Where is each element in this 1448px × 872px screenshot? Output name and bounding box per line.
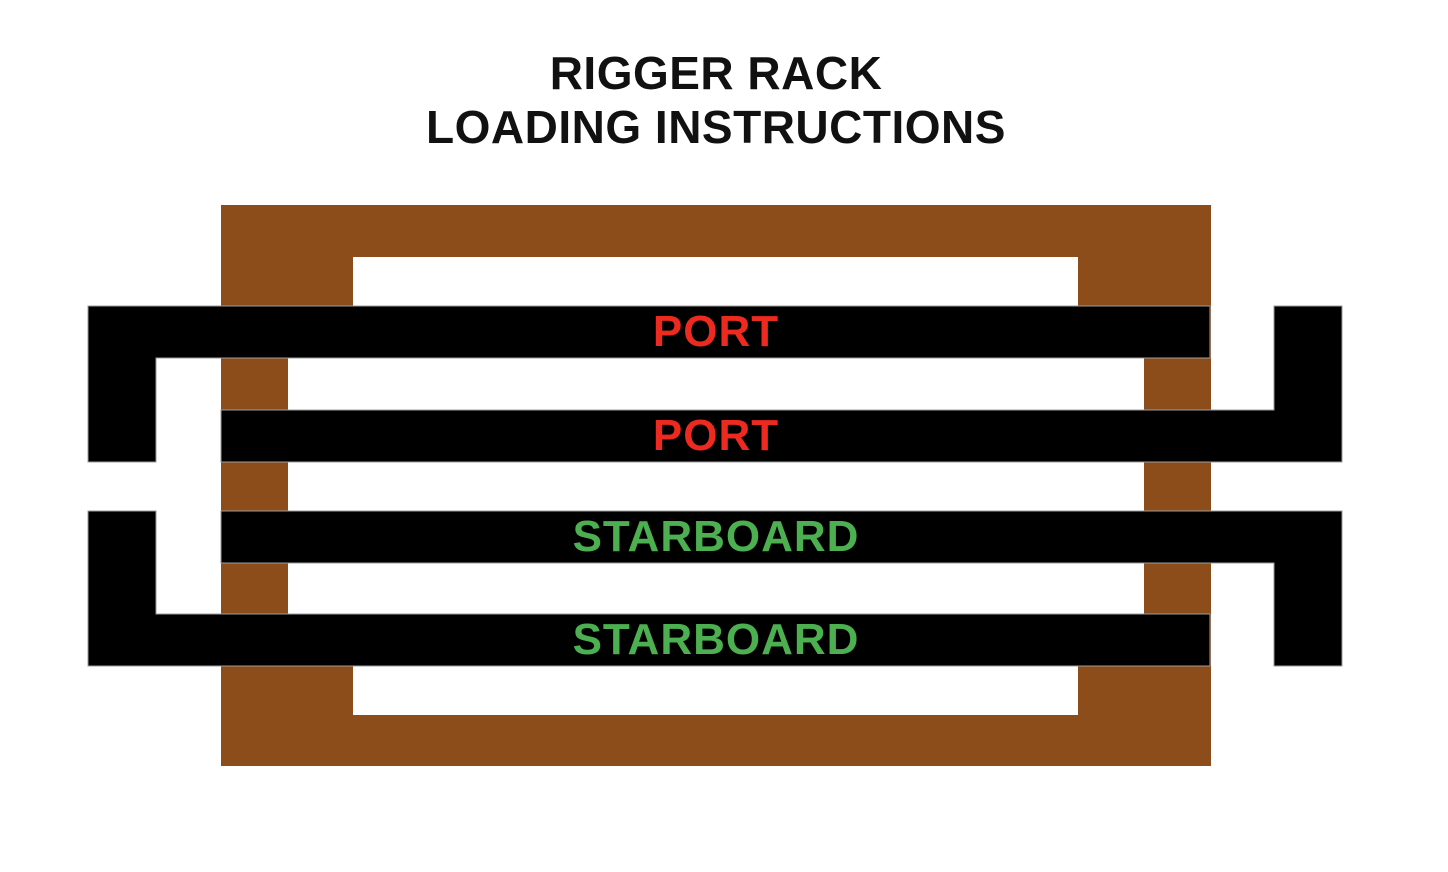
rigger-bar-port-row1: [87, 305, 1211, 463]
title-line-2: LOADING INSTRUCTIONS: [426, 101, 1006, 153]
bar-label-starboard-row3: STARBOARD: [572, 512, 860, 561]
rigger-bar-starboard-row3: [220, 510, 1343, 667]
bar-label-starboard-row4: STARBOARD: [572, 615, 860, 664]
page-title: RIGGER RACK LOADING INSTRUCTIONS: [221, 46, 1211, 154]
rigger-bar-port-row2: [220, 305, 1343, 463]
rack-frame-middle-cutout: [288, 306, 1144, 666]
rigger-bar-starboard-row4: [87, 510, 1211, 667]
title-line-1: RIGGER RACK: [549, 47, 883, 99]
bar-label-port-row1: PORT: [652, 307, 780, 356]
bar-label-port-row2: PORT: [652, 411, 780, 460]
